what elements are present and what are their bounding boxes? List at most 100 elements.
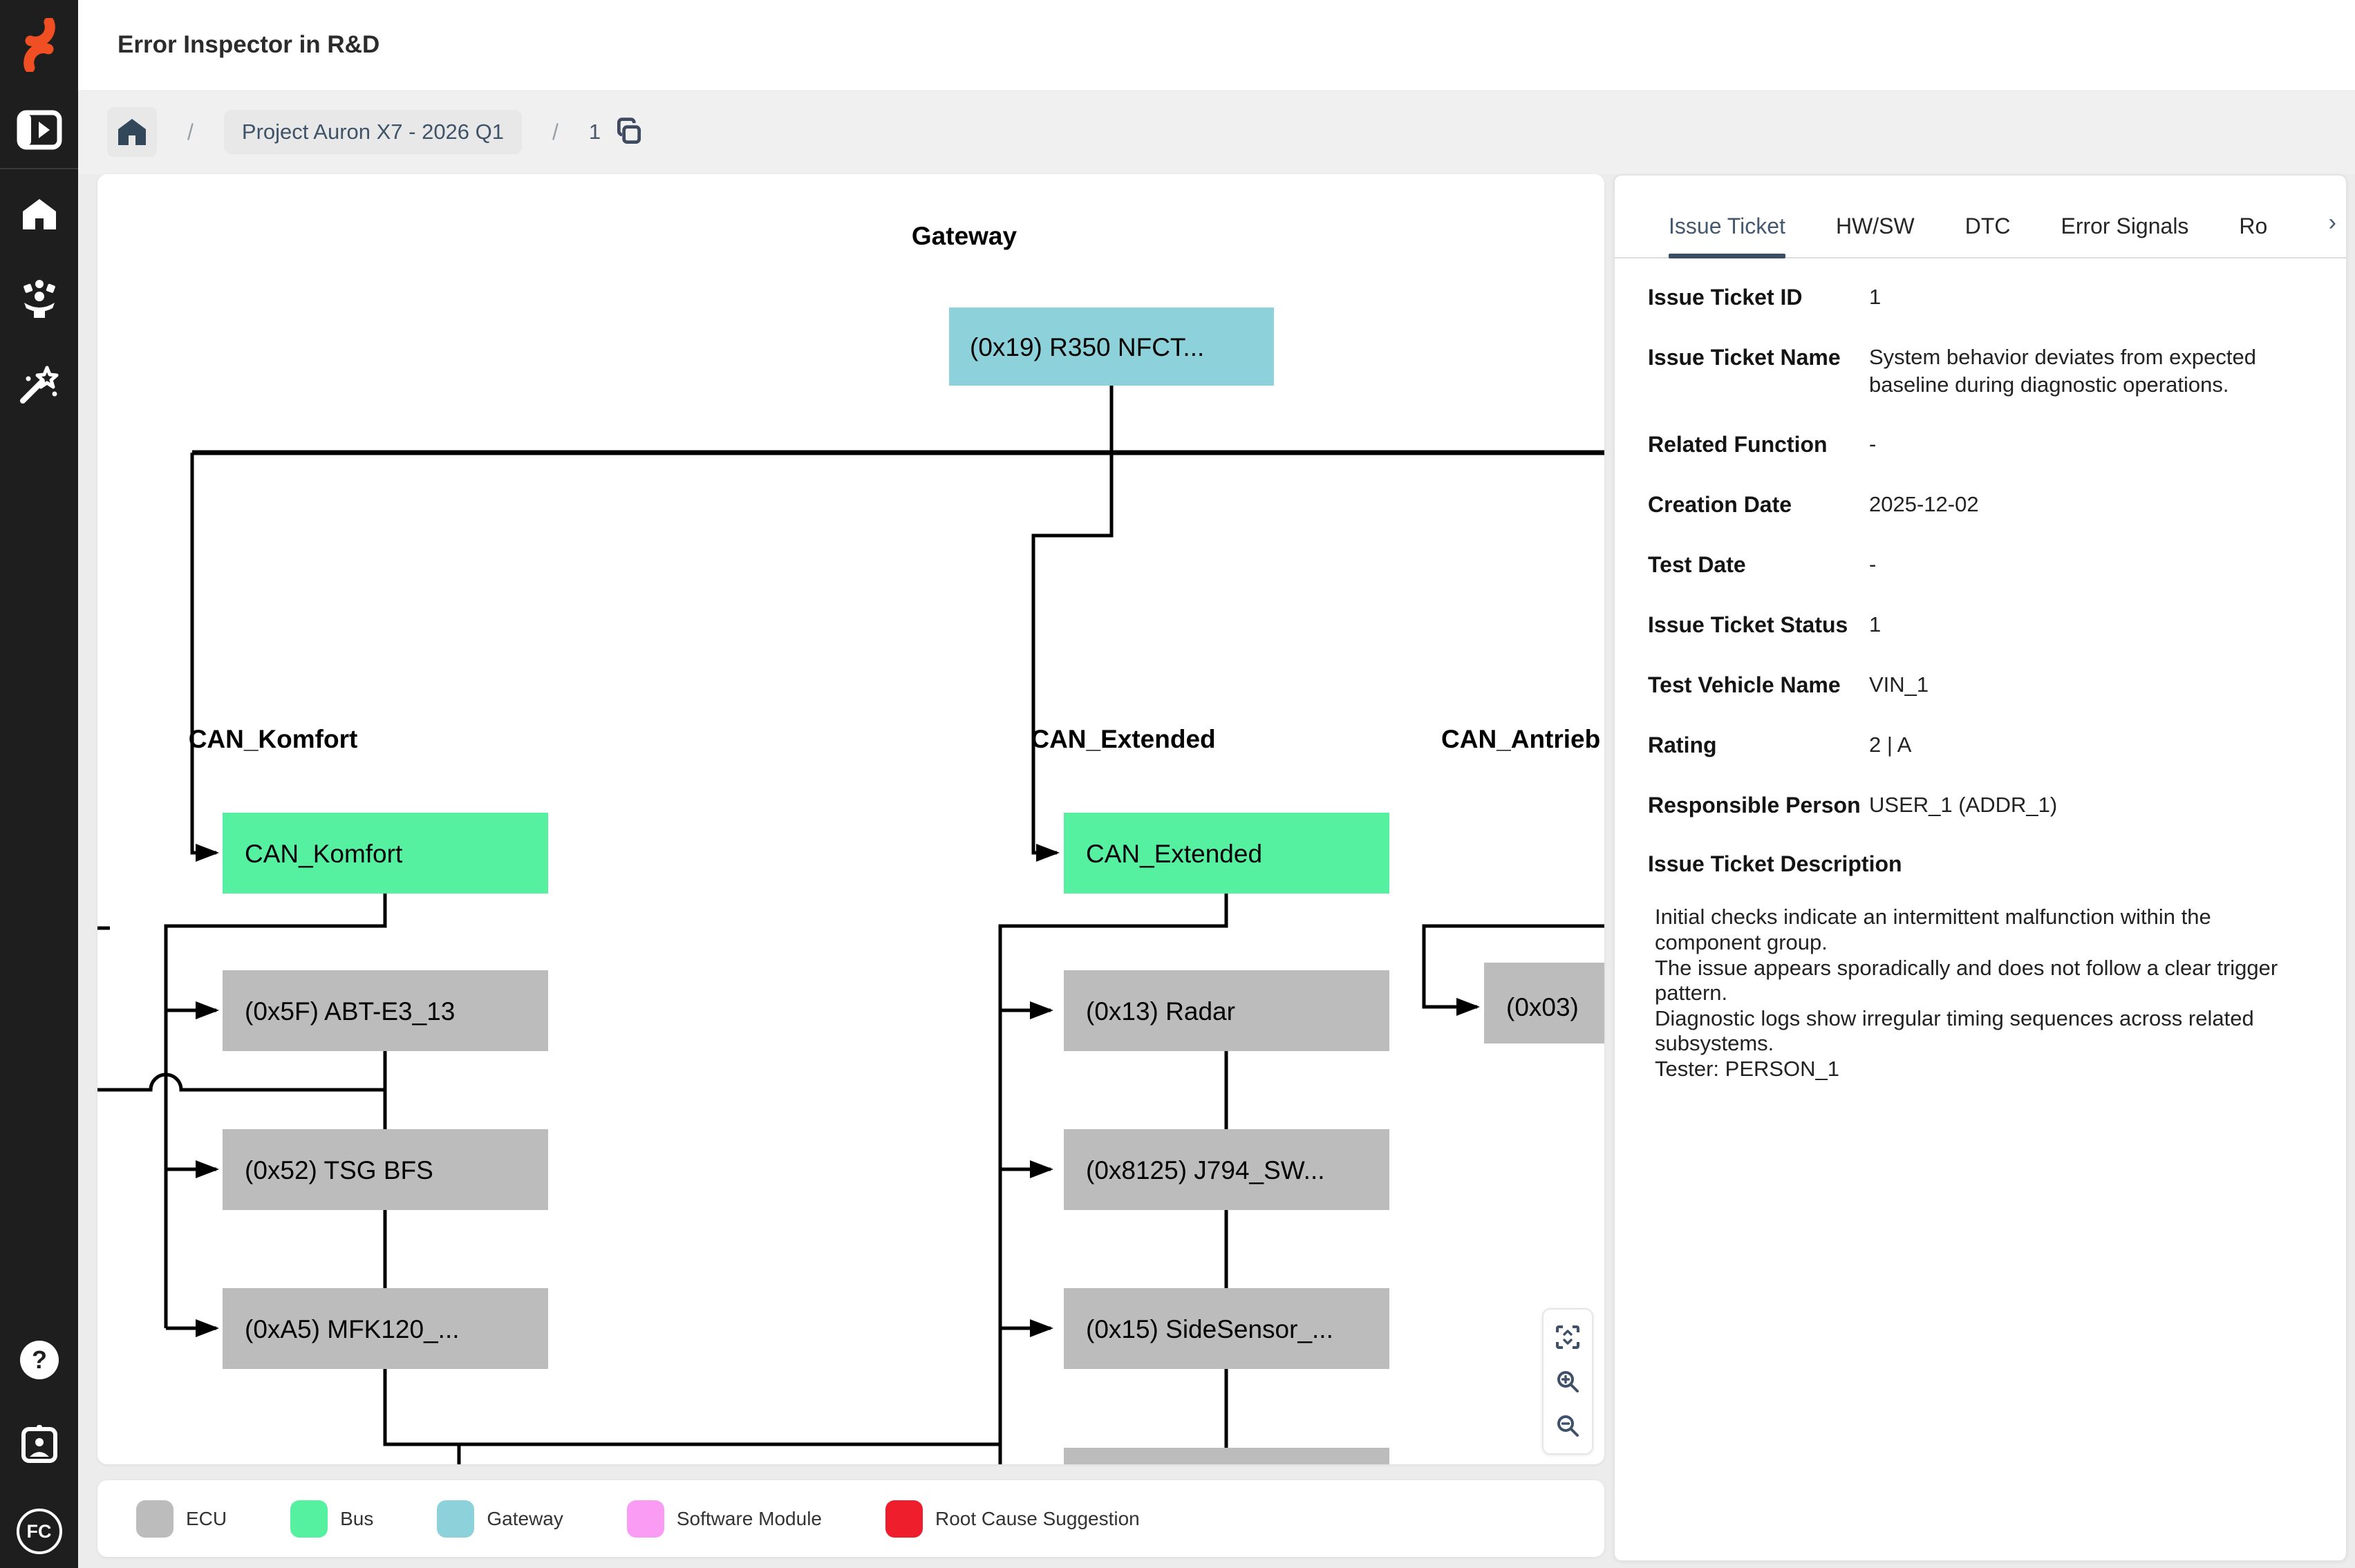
node-ecu[interactable]: (0x52) TSG BFS — [223, 1129, 548, 1210]
node-bus-extended[interactable]: CAN_Extended — [1064, 813, 1389, 894]
field-creation-date: Creation Date 2025-12-02 — [1648, 491, 2316, 518]
user-avatar[interactable]: FC — [0, 1506, 78, 1556]
node-label: CAN_Komfort — [245, 840, 403, 868]
field-label: Test Date — [1648, 552, 1746, 578]
node-label: (0x8125) J794_SW... — [1086, 1156, 1325, 1184]
edge-to-bus-extended — [1031, 453, 1114, 862]
field-value: - — [1869, 432, 1877, 457]
juggler-icon — [23, 280, 55, 318]
edge-antrieb-ecu1 — [1422, 924, 1604, 1016]
id-badge-icon — [21, 1425, 57, 1463]
diagram-section-label-gateway: Gateway — [912, 222, 1017, 250]
description-title: Issue Ticket Description — [1648, 851, 1902, 877]
diagram-canvas[interactable]: Gateway CAN_Komfort CAN_Extended CAN_Ant… — [97, 174, 1604, 1464]
field-value: 1 — [1869, 612, 1882, 637]
zoom-in-button[interactable] — [1546, 1359, 1590, 1404]
legend-swatch-ecu — [136, 1500, 173, 1538]
legend-item-gateway: Gateway — [437, 1500, 563, 1538]
node-label: (0xA5) MFK120_... — [245, 1315, 460, 1343]
tab-dtc[interactable]: DTC — [1964, 214, 2011, 238]
diagram-section-label-antrieb: CAN_Antrieb — [1441, 725, 1600, 753]
tabs-overflow-chevron[interactable]: › — [2328, 209, 2336, 236]
sidebar-expand-button[interactable] — [0, 104, 78, 156]
legend-label: ECU — [186, 1507, 227, 1529]
edge-komfort-bottom — [383, 1369, 1000, 1446]
breadcrumb-home-button[interactable] — [107, 107, 157, 157]
help-icon: ? — [19, 1341, 59, 1379]
tab-hw-sw[interactable]: HW/SW — [1835, 214, 1915, 238]
magic-wand-icon — [19, 366, 58, 404]
description-line: Diagnostic logs show irregular timing se… — [1655, 1005, 2254, 1056]
sidebar-item-suggestions[interactable] — [0, 359, 78, 409]
sidebar-item-components[interactable] — [0, 274, 78, 323]
legend-item-software-module: Software Module — [626, 1500, 822, 1538]
home-icon — [118, 119, 146, 145]
node-label: (0x15) SideSensor_... — [1086, 1315, 1333, 1343]
copy-icon — [617, 117, 641, 144]
breadcrumb: / Project Auron X7 - 2026 Q1 / 1 — [78, 90, 2355, 174]
node-label: (0x5F) ABT-E3_13 — [245, 997, 455, 1026]
field-label: Related Function — [1648, 432, 1828, 457]
field-issue-ticket-name: Issue Ticket Name System behavior deviat… — [1648, 343, 2316, 398]
legend-swatch-bus — [290, 1500, 328, 1538]
legend-item-root-cause: Root Cause Suggestion — [885, 1500, 1140, 1538]
description-line: Tester: PERSON_1 — [1655, 1056, 1840, 1081]
node-ecu-partial[interactable] — [1064, 1448, 1389, 1464]
detail-tabs: Issue Ticket HW/SW DTC Error Signals Ro … — [1615, 176, 2346, 258]
field-label: Responsible Person — [1648, 793, 1861, 818]
fit-view-button[interactable] — [1546, 1315, 1590, 1359]
sidebar-item-help[interactable]: ? — [0, 1335, 78, 1385]
description-line: The issue appears sporadically and does … — [1655, 955, 2278, 1005]
breadcrumb-project[interactable]: Project Auron X7 - 2026 Q1 — [223, 110, 523, 154]
home-icon — [22, 199, 56, 229]
node-ecu[interactable]: (0x03) — [1484, 963, 1604, 1043]
sidebar: ? FC — [0, 0, 78, 1568]
node-gateway[interactable]: (0x19) R350 NFCT... — [949, 308, 1274, 386]
sidebar-item-contact[interactable] — [0, 1419, 78, 1469]
node-label: (0x03) — [1506, 993, 1579, 1021]
legend-label: Root Cause Suggestion — [935, 1507, 1140, 1529]
zoom-out-icon — [1557, 1415, 1579, 1437]
legend-label: Software Module — [676, 1507, 822, 1529]
breadcrumb-page-number: 1 — [588, 120, 601, 144]
field-related-function: Related Function - — [1648, 431, 2316, 458]
sidebar-item-home[interactable] — [0, 189, 78, 239]
edge-komfort-trunk — [164, 894, 387, 1328]
node-ecu[interactable]: (0x15) SideSensor_... — [1064, 1288, 1389, 1369]
brand-logo-arc-top — [25, 18, 55, 47]
tab-error-signals[interactable]: Error Signals — [2061, 214, 2189, 238]
sidebar-expand-icon — [17, 110, 62, 150]
field-value: 2 | A — [1869, 733, 1912, 757]
field-value: System behavior deviates from expected b… — [1869, 345, 2256, 397]
field-label: Issue Ticket Status — [1648, 612, 1848, 638]
detail-panel: Issue Ticket HW/SW DTC Error Signals Ro … — [1613, 174, 2347, 1562]
node-label: CAN_Extended — [1086, 840, 1262, 868]
brand-logo — [0, 14, 78, 76]
node-ecu[interactable]: (0x8125) J794_SW... — [1064, 1129, 1389, 1210]
svg-text:?: ? — [32, 1345, 47, 1374]
sidebar-divider — [0, 168, 78, 169]
copy-button[interactable] — [613, 116, 645, 148]
zoom-controls — [1542, 1308, 1593, 1455]
field-label: Rating — [1648, 733, 1717, 758]
field-test-date: Test Date - — [1648, 551, 2316, 578]
node-ecu[interactable]: (0x13) Radar — [1064, 970, 1389, 1051]
tab-root-cause-truncated[interactable]: Ro — [2239, 214, 2268, 238]
field-value: VIN_1 — [1869, 672, 1929, 697]
field-value: USER_1 (ADDR_1) — [1869, 793, 2058, 818]
breadcrumb-separator: / — [187, 119, 194, 144]
field-value: - — [1869, 552, 1877, 577]
zoom-out-button[interactable] — [1546, 1404, 1590, 1448]
description-line: Initial checks indicate an intermittent … — [1655, 905, 2211, 954]
tab-issue-ticket[interactable]: Issue Ticket — [1669, 214, 1785, 258]
edge-to-bus-komfort — [190, 453, 219, 862]
legend-label: Gateway — [487, 1507, 563, 1529]
brand-logo-arc-bottom — [23, 43, 53, 72]
legend-bar: ECU Bus Gateway Software Module Root Cau… — [97, 1480, 1604, 1557]
avatar-initials: FC — [16, 1509, 62, 1554]
field-value: 1 — [1869, 285, 1882, 309]
node-ecu[interactable]: (0x5F) ABT-E3_13 — [223, 970, 548, 1051]
zoom-in-icon — [1557, 1371, 1579, 1392]
node-ecu[interactable]: (0xA5) MFK120_... — [223, 1288, 548, 1369]
node-bus-komfort[interactable]: CAN_Komfort — [223, 813, 548, 894]
